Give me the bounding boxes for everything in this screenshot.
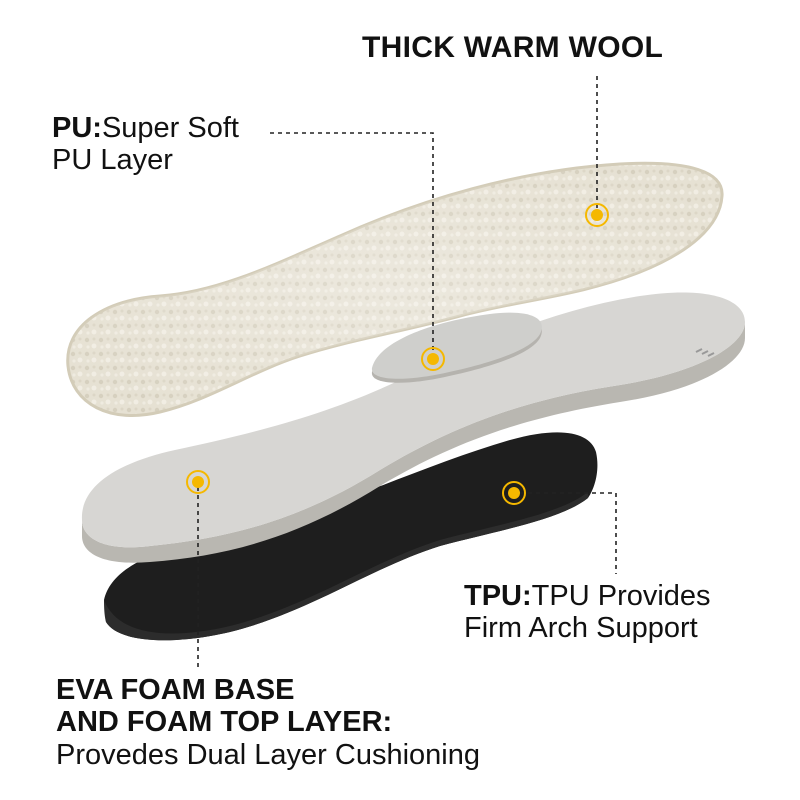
wool-label: THICK WARM WOOL (362, 31, 663, 65)
eva-label-line2: AND FOAM TOP LAYER: (56, 706, 392, 738)
tpu-label: TPU:TPU Provides Firm Arch Support (464, 580, 711, 645)
tpu-label-prefix: TPU: (464, 580, 532, 612)
eva-label-line1: EVA FOAM BASE (56, 674, 294, 706)
tpu-label-line2: Firm Arch Support (464, 612, 698, 644)
pu-label: PU:Super Soft PU Layer (52, 112, 239, 177)
pu-label-line2: PU Layer (52, 144, 173, 176)
eva-label-line3: Provedes Dual Layer Cushioning (56, 739, 480, 771)
pu-label-line1: Super Soft (102, 112, 239, 144)
eva-label: EVA FOAM BASE AND FOAM TOP LAYER: Proved… (56, 674, 480, 771)
tpu-label-line1: TPU Provides (532, 580, 711, 612)
pu-label-prefix: PU: (52, 112, 102, 144)
